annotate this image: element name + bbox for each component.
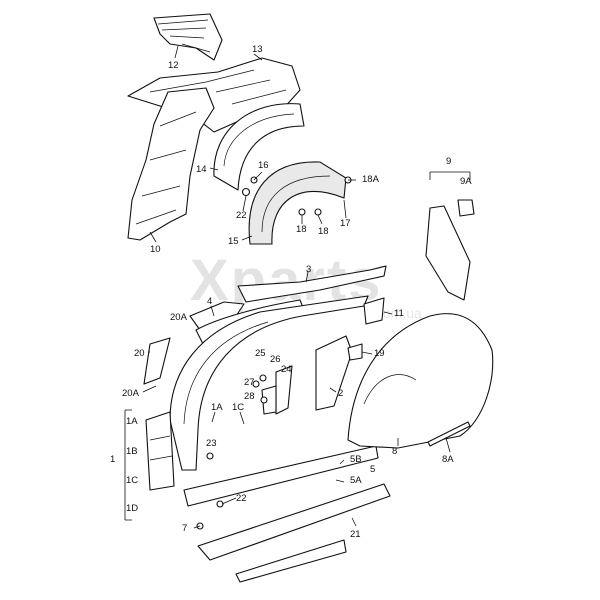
leader-lines xyxy=(124,45,471,529)
callout-4: 4 xyxy=(207,296,212,307)
callout-17: 17 xyxy=(340,218,351,229)
callout-20a-bottom: 20A xyxy=(122,388,140,399)
callout-19: 19 xyxy=(374,348,385,359)
part-8-quarter-panel xyxy=(347,313,494,449)
part-12-bracket xyxy=(153,13,223,61)
callout-5a: 5A xyxy=(350,475,362,486)
part-9-bracket xyxy=(425,205,471,301)
callout-23: 23 xyxy=(206,438,217,449)
part-20-window-seal xyxy=(143,337,171,385)
callout-7: 7 xyxy=(182,523,187,534)
callout-26: 26 xyxy=(270,354,281,365)
watermark-domain: .com.ua xyxy=(372,305,422,321)
callout-18a: 18A xyxy=(362,174,380,185)
callout-22-bottom: 22 xyxy=(236,493,247,504)
callout-8: 8 xyxy=(392,446,397,457)
part-21-outer-sill xyxy=(197,483,391,561)
callout-5: 5 xyxy=(370,464,375,475)
b-pillar xyxy=(315,335,353,411)
callout-1a-left: 1A xyxy=(126,416,138,427)
callout-3: 3 xyxy=(306,264,311,275)
callout-14: 14 xyxy=(196,164,207,175)
callout-24: 24 xyxy=(281,364,292,375)
callout-1a-right: 1A xyxy=(211,402,223,413)
callout-9: 9 xyxy=(446,156,451,167)
callout-18-b: 18 xyxy=(318,226,329,237)
callout-1b: 1B xyxy=(126,446,138,457)
callout-20a-top: 20A xyxy=(170,312,188,323)
callout-1c-left: 1C xyxy=(126,475,138,486)
callout-16: 16 xyxy=(258,160,269,171)
callout-1: 1 xyxy=(110,454,115,465)
side-frame xyxy=(169,295,369,471)
hinge-assembly xyxy=(261,365,293,415)
part-11-bracket xyxy=(363,297,385,325)
part-3-roof-rail xyxy=(237,265,387,303)
callout-13: 13 xyxy=(252,44,263,55)
callout-9a: 9A xyxy=(460,176,472,187)
callout-20: 20 xyxy=(134,348,145,359)
part-9a-clip xyxy=(457,199,475,217)
callout-8a: 8A xyxy=(442,454,454,465)
callout-27: 27 xyxy=(244,377,255,388)
callout-1d: 1D xyxy=(126,503,138,514)
callout-21: 21 xyxy=(350,529,361,540)
part-1-pillar-lower xyxy=(145,411,175,491)
callout-5b: 5B xyxy=(350,454,362,465)
callout-10: 10 xyxy=(150,244,161,255)
callout-22-top: 22 xyxy=(236,210,247,221)
callout-18-a: 18 xyxy=(296,224,307,235)
callout-25: 25 xyxy=(255,348,266,359)
callout-2: 2 xyxy=(338,388,343,399)
callout-labels: 12 13 10 14 22 16 18A 15 18 18 17 9 9A 3… xyxy=(110,44,472,540)
callout-1c-right: 1C xyxy=(232,402,244,413)
rocker-lower xyxy=(235,539,347,583)
part-5-sill xyxy=(183,445,379,507)
part-10-quarter-structure xyxy=(127,87,215,241)
callout-28: 28 xyxy=(244,391,255,402)
callout-12: 12 xyxy=(168,60,179,71)
part-19-clip xyxy=(347,343,363,361)
callout-11: 11 xyxy=(394,308,404,319)
part-14-wheel-housing xyxy=(213,103,305,191)
part-8a-strip xyxy=(427,421,471,447)
callout-15: 15 xyxy=(228,236,239,247)
